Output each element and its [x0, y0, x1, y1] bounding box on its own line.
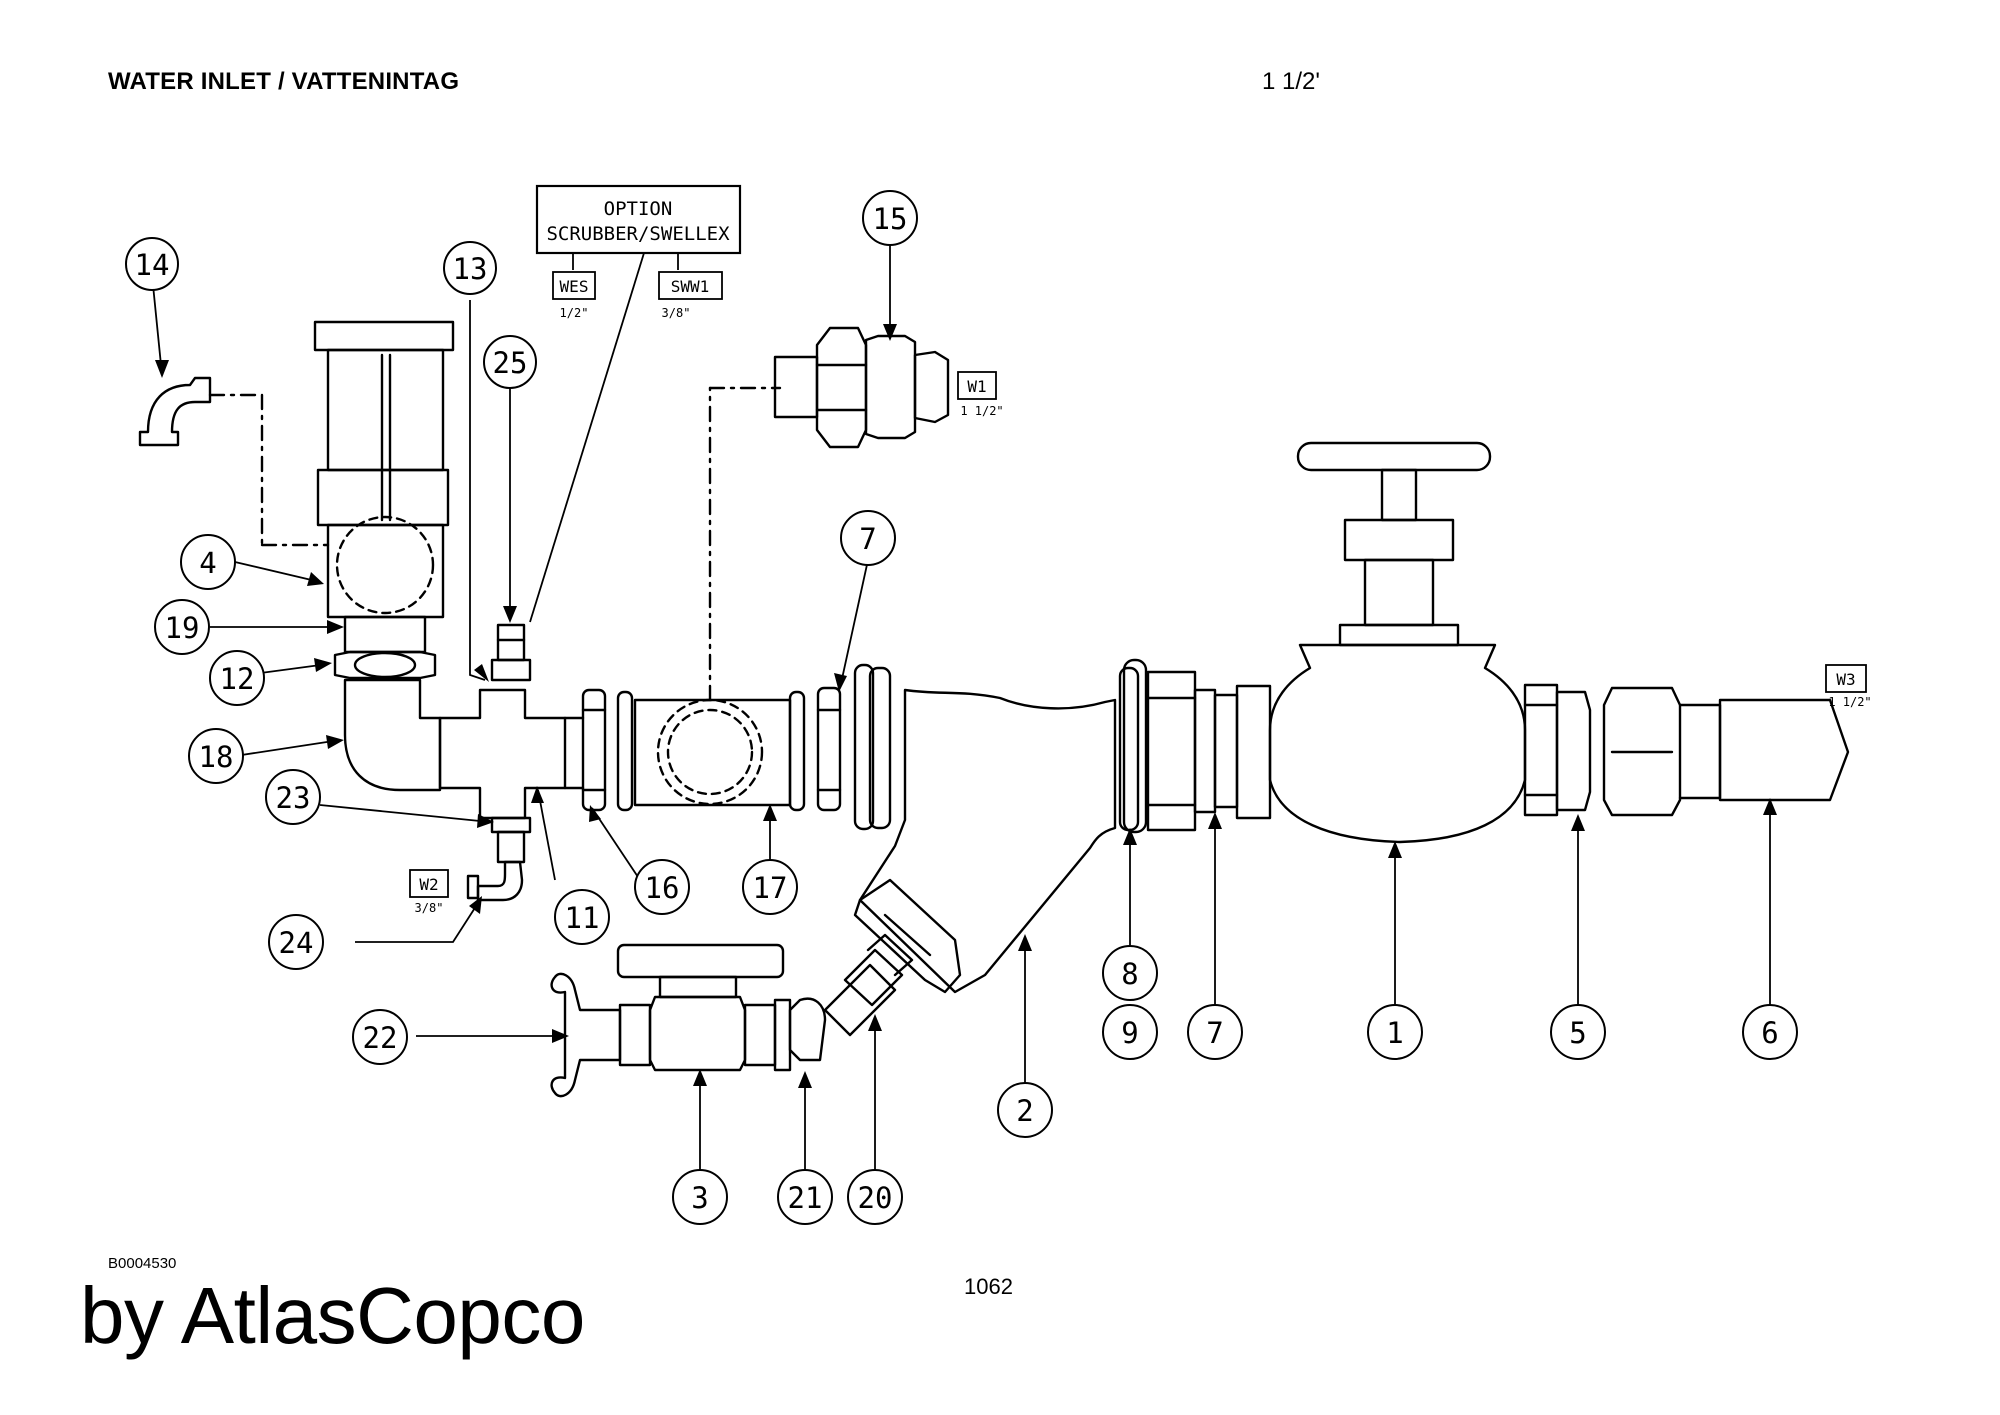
page-title: WATER INLET / VATTENINTAG — [108, 68, 460, 95]
balloon-14: 14 — [135, 248, 170, 282]
balloon-2: 2 — [1016, 1094, 1033, 1128]
option-box-line1: OPTION — [604, 198, 673, 220]
port-code-wes: WES — [560, 277, 589, 296]
port-size-w3: 1 1/2" — [1828, 695, 1871, 709]
port-code-w2: W2 — [419, 875, 438, 894]
ball-valve-handle — [616, 943, 785, 979]
handwheel — [1296, 441, 1492, 472]
balloon-8: 8 — [1121, 957, 1138, 991]
balloon-20: 20 — [858, 1181, 893, 1215]
elbow — [343, 678, 442, 792]
brand-watermark: by AtlasCopco — [80, 1271, 585, 1360]
balloon-22: 22 — [363, 1021, 398, 1055]
port-code-w3: W3 — [1836, 670, 1855, 689]
port-code-sww1: SWW1 — [671, 277, 710, 296]
balloon-11: 11 — [565, 901, 600, 935]
balloon-16: 16 — [645, 871, 680, 905]
strainer-body — [858, 688, 1117, 994]
balloon-6: 6 — [1761, 1016, 1778, 1050]
balloon-21: 21 — [788, 1181, 823, 1215]
balloon-17: 17 — [753, 871, 788, 905]
balloon-24: 24 — [279, 926, 314, 960]
balloon-1: 1 — [1386, 1016, 1403, 1050]
claw-coupling — [550, 972, 622, 1098]
balloon-7-bottom: 7 — [1206, 1016, 1223, 1050]
balloon-9: 9 — [1121, 1016, 1138, 1050]
port-code-w1: W1 — [967, 377, 986, 396]
port-size-sww1: 3/8" — [662, 306, 691, 320]
port-tag-sww1 — [658, 271, 723, 300]
strainer-ring — [868, 666, 892, 830]
gate-valve-body — [1268, 643, 1527, 844]
balloon-5: 5 — [1569, 1016, 1586, 1050]
balloon-4: 4 — [199, 546, 216, 580]
port-tag-w3 — [1825, 664, 1867, 693]
port-tag-w2 — [409, 869, 449, 898]
balloon-18: 18 — [199, 740, 234, 774]
balloon-12: 12 — [220, 662, 255, 696]
option-box-line2: SCRUBBER/SWELLEX — [546, 223, 730, 245]
hose-nipple — [1718, 698, 1850, 802]
balloon-19: 19 — [165, 611, 200, 645]
pipe-size-label: 1 1/2' — [1262, 68, 1320, 95]
port-size-w1: 1 1/2" — [960, 404, 1003, 418]
page-number: 1062 — [964, 1274, 1013, 1299]
port-size-wes: 1/2" — [560, 306, 589, 320]
balloon-13: 13 — [453, 252, 488, 286]
document-number: B0004530 — [108, 1255, 177, 1272]
balloon-23: 23 — [276, 781, 311, 815]
balloon-15: 15 — [873, 202, 908, 236]
balloon-25: 25 — [493, 346, 528, 380]
port-size-w2: 3/8" — [415, 901, 444, 915]
port-tag-wes — [552, 271, 596, 300]
strainer-ring — [1118, 666, 1140, 832]
option-box — [535, 184, 742, 255]
balloon-7-top: 7 — [859, 522, 876, 556]
port-tag-w1 — [957, 371, 997, 400]
union-ring — [1122, 658, 1148, 834]
balloon-3: 3 — [691, 1181, 708, 1215]
